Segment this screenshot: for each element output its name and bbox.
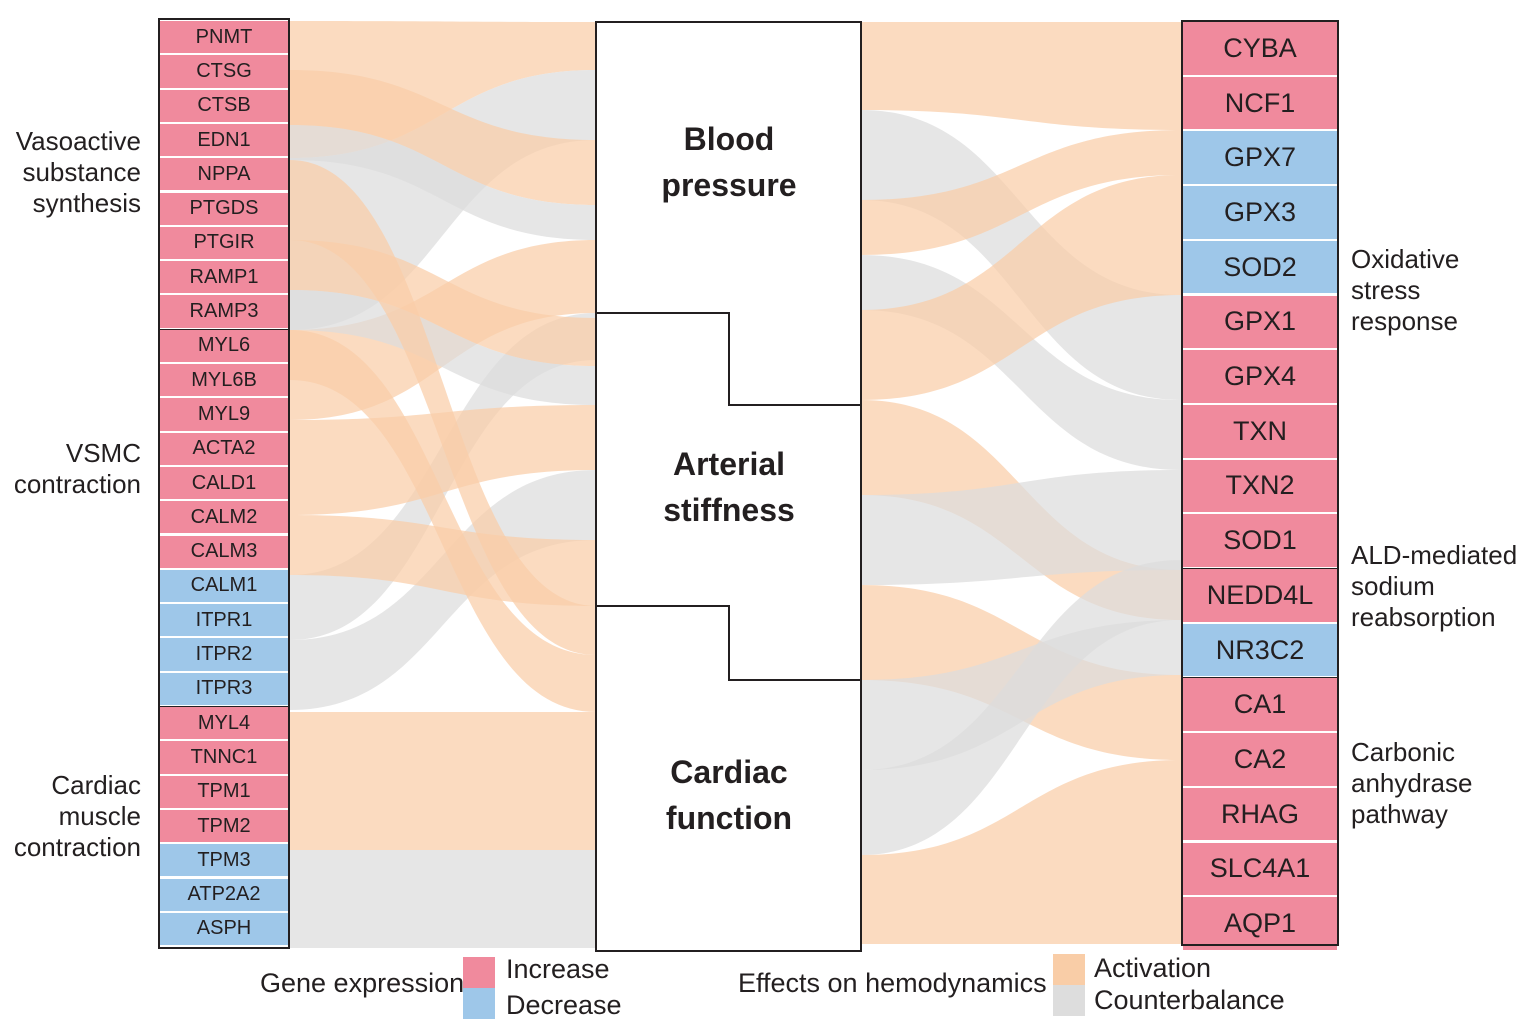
gene-txn2: TXN2	[1183, 459, 1337, 515]
gene-slc4a1: SLC4A1	[1183, 842, 1337, 898]
divider-as-cf	[596, 605, 861, 681]
gene-rhag: RHAG	[1183, 787, 1337, 843]
right-flow-band	[861, 470, 1181, 585]
gene-gpx7: GPX7	[1183, 131, 1337, 187]
left-flow-bands	[290, 21, 596, 948]
left-flow-band	[290, 405, 596, 515]
gene-sod2: SOD2	[1183, 240, 1337, 296]
left-flow-band	[290, 850, 596, 948]
outcome-boxes	[595, 21, 862, 952]
legend-increase-swatch	[463, 957, 495, 988]
legend-gene-expression-title: Gene expression	[260, 968, 465, 998]
gene-nppa: NPPA	[160, 158, 288, 193]
gene-ramp3: RAMP3	[160, 295, 288, 330]
legend-decrease-label: Decrease	[506, 990, 622, 1020]
gene-ncf1: NCF1	[1183, 76, 1337, 132]
gene-itpr2: ITPR2	[160, 638, 288, 673]
right-flow-band	[861, 130, 1181, 255]
gene-sod1: SOD1	[1183, 514, 1337, 569]
legend-effects-title: Effects on hemodynamics	[738, 968, 1047, 998]
left-column-border-left	[158, 18, 160, 949]
right-column-border-right	[1337, 20, 1339, 946]
gene-tpm2: TPM2	[160, 809, 288, 845]
left-column-border-top	[158, 18, 290, 20]
legend-activation-swatch	[1053, 954, 1085, 985]
gene-edn1: EDN1	[160, 123, 288, 159]
gene-gpx1: GPX1	[1183, 295, 1337, 351]
gene-nr3c2: NR3C2	[1183, 623, 1337, 679]
gene-atp2a2: ATP2A2	[160, 878, 288, 913]
right-column-border-bottom	[1181, 944, 1339, 946]
left-column-border-right	[288, 18, 290, 949]
left-flow-band	[290, 160, 596, 655]
gene-cald1: CALD1	[160, 466, 288, 502]
gene-aqp1: AQP1	[1183, 897, 1337, 952]
gene-myl4: MYL4	[160, 707, 288, 742]
left-flow-band	[290, 330, 596, 712]
right-flow-band	[861, 22, 1181, 130]
gene-myl6: MYL6	[160, 329, 288, 364]
gene-ca1: CA1	[1183, 678, 1337, 734]
gene-gpx3: GPX3	[1183, 186, 1337, 241]
gene-txn: TXN	[1183, 404, 1337, 460]
right-flow-bands	[861, 22, 1181, 944]
gene-ptgds: PTGDS	[160, 192, 288, 227]
left-column-border-bottom	[158, 947, 290, 949]
gene-pnmt: PNMT	[160, 21, 288, 56]
gene-myl9: MYL9	[160, 398, 288, 433]
gene-cyba: CYBA	[1183, 22, 1337, 77]
right-flow-band	[861, 560, 1181, 855]
legend-increase-label: Increase	[506, 954, 610, 984]
gene-ramp1: RAMP1	[160, 261, 288, 296]
legend-decrease-swatch	[463, 988, 495, 1019]
left-flow-band	[290, 290, 596, 405]
legend-counterbalance-swatch	[1053, 985, 1085, 1016]
gene-calm3: CALM3	[160, 535, 288, 570]
gene-calm2: CALM2	[160, 501, 288, 536]
gene-tpm1: TPM1	[160, 775, 288, 810]
gene-ptgir: PTGIR	[160, 226, 288, 262]
gene-asph: ASPH	[160, 912, 288, 948]
gene-ctsb: CTSB	[160, 89, 288, 124]
right-flow-band	[861, 175, 1181, 400]
gene-nedd4l: NEDD4L	[1183, 569, 1337, 624]
gene-itpr1: ITPR1	[160, 604, 288, 639]
gene-gpx4: GPX4	[1183, 350, 1337, 405]
gene-acta2: ACTA2	[160, 432, 288, 467]
gene-myl6b: MYL6B	[160, 364, 288, 399]
divider-bp-as	[596, 312, 861, 406]
gene-ca2: CA2	[1183, 733, 1337, 788]
gene-tpm3: TPM3	[160, 844, 288, 879]
gene-calm1: CALM1	[160, 569, 288, 605]
legend-counterbalance-label: Counterbalance	[1094, 985, 1285, 1015]
legend-activation-label: Activation	[1094, 953, 1212, 983]
left-flow-band	[290, 125, 596, 240]
left-flow-band	[290, 70, 596, 205]
right-column-border-left	[1181, 20, 1183, 946]
left-flow-band	[290, 712, 596, 850]
gene-itpr3: ITPR3	[160, 672, 288, 707]
gene-ctsg: CTSG	[160, 55, 288, 90]
gene-tnnc1: TNNC1	[160, 741, 288, 776]
right-column-border-top	[1181, 20, 1339, 22]
right-flow-band	[861, 760, 1181, 944]
